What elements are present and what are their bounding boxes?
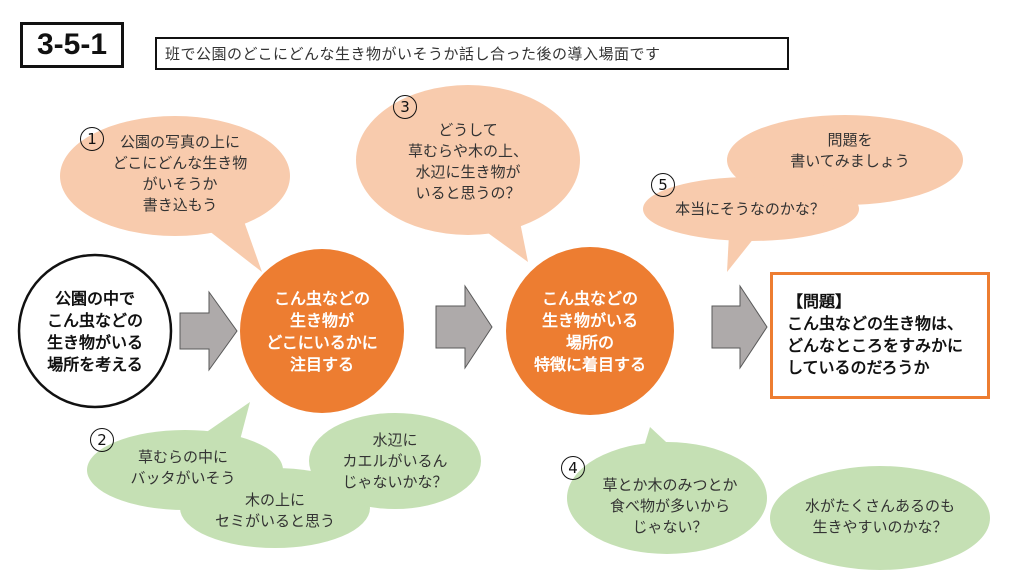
problem-heading: 【問題】 [787,292,852,311]
bubble-4b-body [770,466,990,570]
bubble-5a-body [643,177,859,241]
bubble-1-text: 公園の写真の上にどこにどんな生き物がいそうか書き込もう [112,133,248,214]
number-badge-2: 2 [90,428,114,452]
speech-bubble-1 [60,116,290,272]
start-circle-text: 公園の中でこん虫などの生き物がいる場所を考える [46,289,143,374]
speech-bubble-4 [567,427,990,570]
subtitle-box: 班で公園のどこにどんな生き物がいそうか話し合った後の導入場面です [155,37,789,70]
bubble-3-text: どうして草むらや木の上、水辺に生き物がいると思うの？ [407,121,528,202]
bubble-1-body [60,116,290,236]
speech-bubble-5 [643,115,963,272]
bubble-5a-text: 本当にそうなのかな？ [675,200,825,218]
problem-line: こん虫などの生き物は、 [787,314,964,333]
bubble-4a-text: 草とか木のみつとか食べ物が多いからじゃない？ [602,476,738,536]
step1-circle [240,249,404,413]
problem-line: どんなところをすみかに [787,336,964,355]
step2-circle [506,247,674,415]
bubble-2b-body [180,468,370,548]
bubble-2-tail [195,402,250,440]
problem-line: しているのだろうか [787,358,930,377]
arrow-icon [711,284,768,370]
bubble-5b-text: 問題を書いてみましょう [790,131,910,170]
number-badge-1: 1 [80,127,104,151]
problem-box: 【問題】 こん虫などの生き物は、 どんなところをすみかに しているのだろうか [770,272,990,399]
speech-bubble-2 [87,402,481,548]
bubble-2b-text: 木の上にセミがいると思う [214,491,335,530]
bubble-3-body [356,85,580,235]
bubble-4a-body [567,442,767,554]
number-badge-5: 5 [651,173,675,197]
number-badge-4: 4 [561,456,585,480]
arrow-icon [435,284,493,370]
step2-circle-text: こん虫などの生き物がいる場所の特徴に着目する [533,289,646,374]
arrow-icon [179,290,238,372]
number-badge-3: 3 [393,95,417,119]
step1-circle-text: こん虫などの生き物がどこにいるかに注目する [266,289,378,374]
bubble-2a-text: 草むらの中にバッタがいそう [130,448,236,487]
bubble-2c-text: 水辺にカエルがいるんじゃないかな？ [342,431,448,491]
speech-bubble-3 [356,85,580,262]
bubble-4b-text: 水がたくさんあるのも生きやすいのかな？ [804,497,955,536]
bubble-2c-body [309,413,481,509]
section-id-label: 3-5-1 [20,22,124,68]
start-circle [17,253,173,409]
